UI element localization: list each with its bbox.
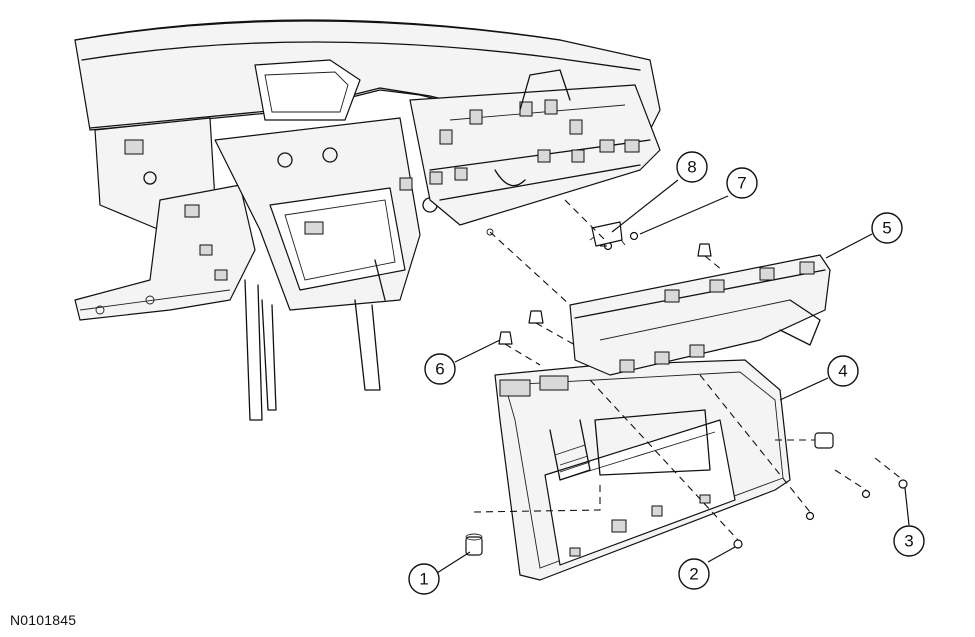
callout-6: 6 [424,353,456,385]
glove-box-reinforcement [569,254,831,376]
callout-7: 7 [726,167,758,199]
callout-leaders [436,179,910,574]
callout-7-label: 7 [737,174,746,193]
callout-1: 1 [408,563,440,595]
hardware [465,221,908,556]
callout-2: 2 [678,558,710,590]
callout-3: 3 [893,525,925,557]
callout-5: 5 [871,212,903,244]
callout-3-label: 3 [904,532,913,551]
figure-id: N0101845 [10,612,77,628]
callout-5-label: 5 [882,219,891,238]
callout-4: 4 [827,355,859,387]
glove-box-door [494,359,791,581]
callout-8: 8 [676,151,708,183]
callout-2-label: 2 [689,565,698,584]
callout-8-label: 8 [687,158,696,177]
callout-4-label: 4 [838,362,847,381]
assembly-lines [473,199,904,541]
callout-1-label: 1 [419,570,428,589]
instrument-panel [74,19,661,421]
callout-6-label: 6 [435,360,444,379]
